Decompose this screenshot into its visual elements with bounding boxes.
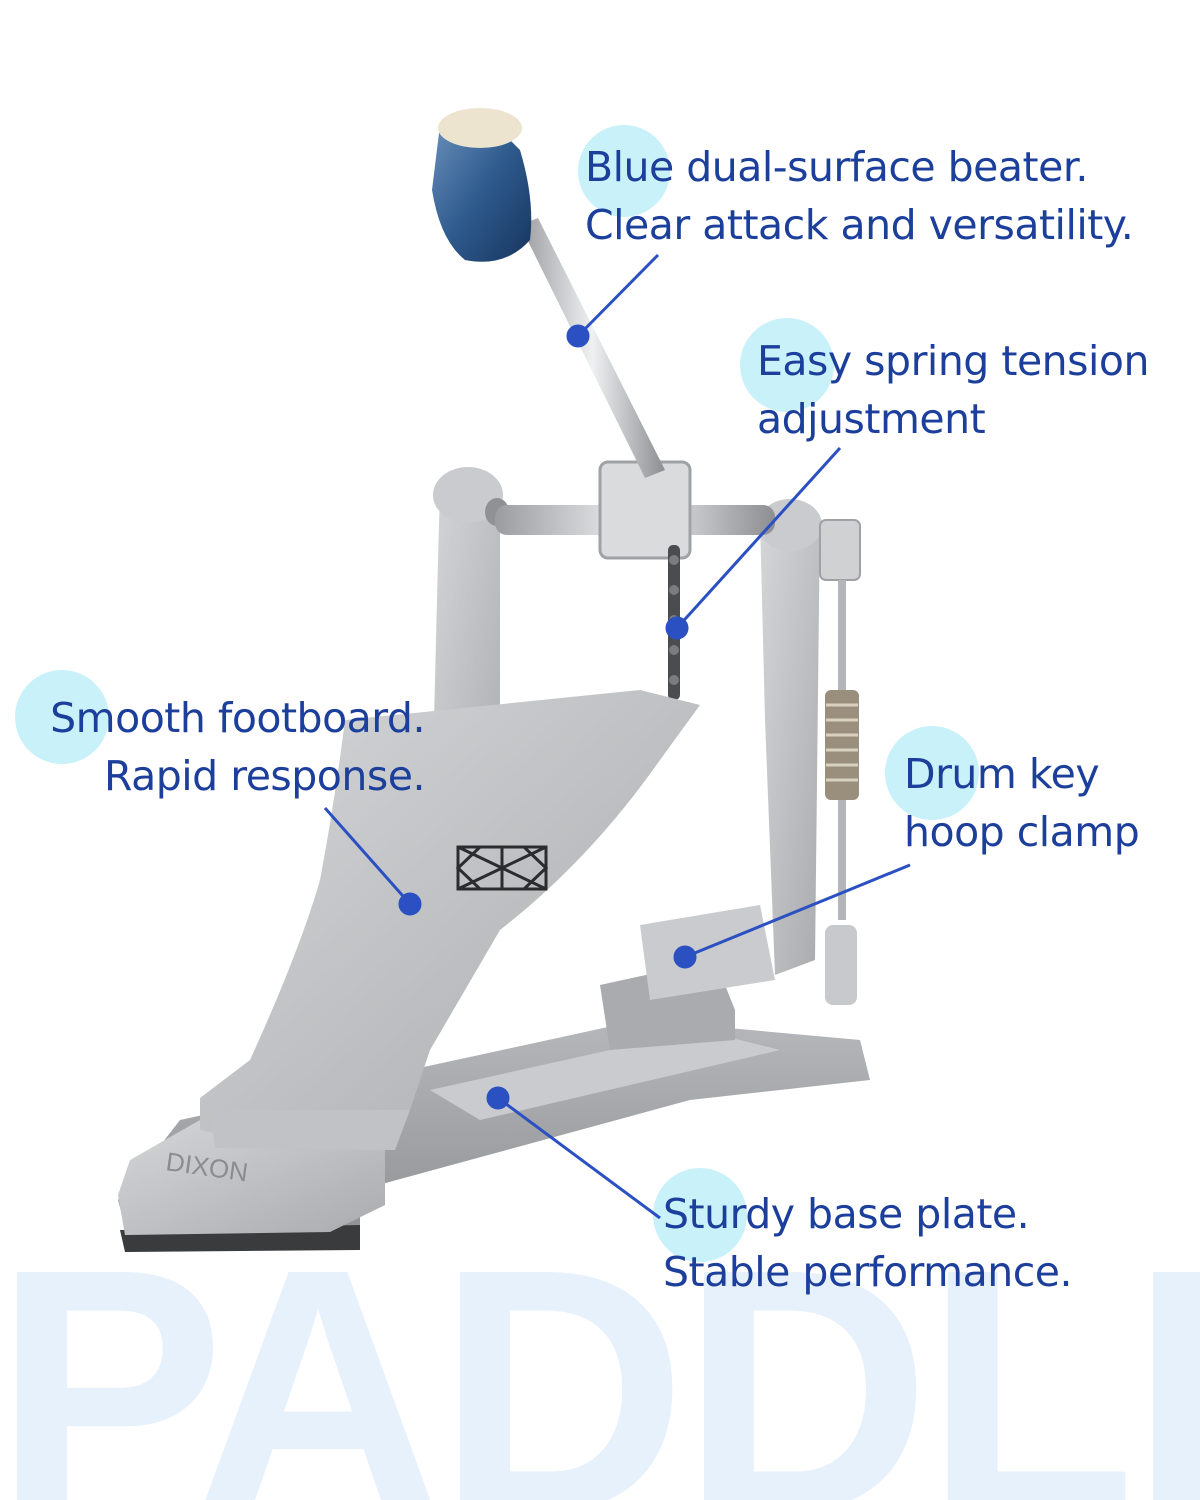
beater-callout-line1: Blue dual-surface beater. (585, 143, 1088, 191)
footboard-callout-line2: Rapid response. (104, 752, 425, 800)
spring-callout-line2: adjustment (757, 395, 986, 443)
spring-callout: Easy spring tension adjustment (757, 332, 1149, 448)
spring-callout-line1: Easy spring tension (757, 337, 1149, 385)
clamp-callout: Drum key hoop clamp (904, 745, 1140, 861)
beater-callout: Blue dual-surface beater. Clear attack a… (585, 138, 1134, 254)
base-callout-line1: Sturdy base plate. (663, 1190, 1030, 1238)
beater-bubble (578, 125, 670, 217)
spring-assembly (819, 519, 861, 1005)
right-post (760, 515, 820, 975)
footboard-logo (455, 845, 549, 891)
clamp-callout-line2: hoop clamp (904, 808, 1140, 856)
footboard-callout: Smooth footboard. Rapid response. (20, 689, 425, 805)
beater-head (432, 116, 532, 262)
beater-callout-line2: Clear attack and versatility. (585, 201, 1134, 249)
base-bubble (653, 1168, 747, 1262)
paddle-watermark: PADDLE (0, 1198, 1200, 1500)
footboard-bubble (15, 670, 109, 764)
footboard-callout-line1: Smooth footboard. (50, 694, 425, 742)
base-callout-line2: Stable performance. (663, 1248, 1073, 1296)
spring-bubble (740, 318, 834, 412)
beater-shaft (520, 218, 665, 478)
footboard (200, 690, 700, 1150)
clamp-bubble (885, 726, 979, 820)
clamp-callout-line1: Drum key (904, 750, 1100, 798)
base-callout: Sturdy base plate. Stable performance. (663, 1185, 1073, 1301)
